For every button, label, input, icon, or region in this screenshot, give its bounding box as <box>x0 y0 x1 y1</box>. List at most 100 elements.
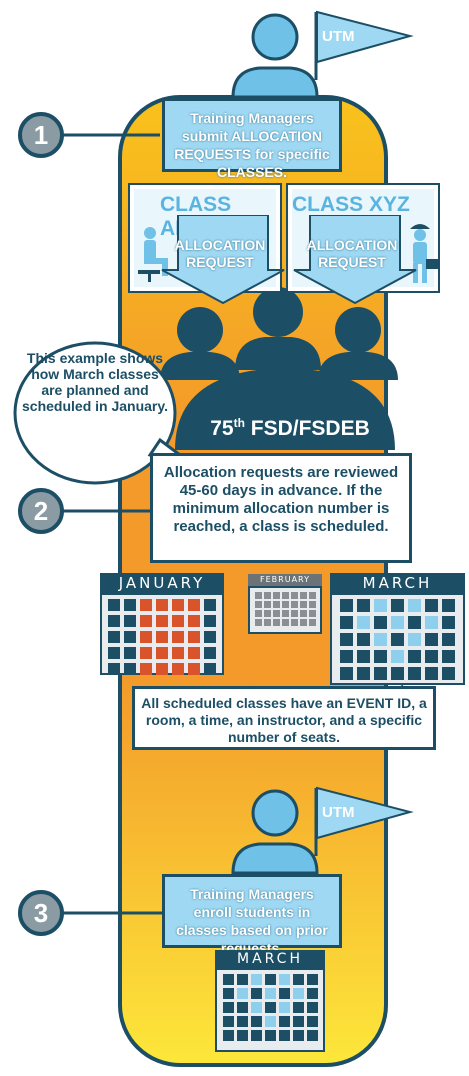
calendar-day <box>278 1030 290 1041</box>
org-title: 75th FSD/FSDEB <box>190 416 390 441</box>
calendar-day <box>263 601 271 608</box>
calendar-day <box>391 633 404 646</box>
calendar-day <box>108 647 120 659</box>
calendar-day <box>222 1002 234 1013</box>
calendar-day <box>272 619 280 626</box>
calendar-day <box>374 650 387 663</box>
january-title: JANUARY <box>100 573 224 593</box>
calendar-day <box>278 988 290 999</box>
bottom-flag-label: UTM <box>322 804 355 821</box>
callout-text: This example shows how March classes are… <box>22 350 169 414</box>
calendar-day <box>442 650 455 663</box>
calendar-day <box>299 610 307 617</box>
calendar-day <box>156 615 168 627</box>
calendar-day <box>108 599 120 611</box>
calendar-day <box>140 615 152 627</box>
calendar-day <box>442 667 455 680</box>
calendar-day <box>290 619 298 626</box>
calendar-day <box>281 610 289 617</box>
calendar-day <box>254 601 262 608</box>
calendar-day <box>340 633 353 646</box>
calendar-day <box>250 974 262 985</box>
org-sup: th <box>233 416 245 430</box>
top-flag-label: UTM <box>322 28 355 45</box>
calendar-day <box>222 974 234 985</box>
calendar-day <box>290 610 298 617</box>
calendar-day <box>391 667 404 680</box>
calendar-day <box>254 619 262 626</box>
calendar-day <box>290 601 298 608</box>
calendar-day <box>374 616 387 629</box>
org-prefix: 75 <box>210 417 234 440</box>
calendar-day <box>308 592 316 599</box>
january-calendar: JANUARY <box>100 573 224 675</box>
calendar-day <box>124 663 136 675</box>
step3-text: Training Managers enroll students in cla… <box>162 874 342 956</box>
february-calendar: FEBRUARY <box>248 574 322 634</box>
calendar-day <box>250 988 262 999</box>
calendar-day <box>172 663 184 675</box>
calendar-day <box>108 615 120 627</box>
calendar-day <box>391 650 404 663</box>
calendar-day <box>264 1002 276 1013</box>
calendar-day <box>140 631 152 643</box>
march-calendar: MARCH <box>330 573 465 685</box>
org-name: FSD/FSDEB <box>244 417 370 440</box>
calendar-day <box>292 974 304 985</box>
calendar-day <box>299 592 307 599</box>
calendar-day <box>263 610 271 617</box>
top-person-icon <box>231 13 319 99</box>
step3-badge: 3 <box>18 890 64 936</box>
org-banner-dome <box>175 368 395 450</box>
calendar-day <box>222 1016 234 1027</box>
calendar-day <box>264 974 276 985</box>
calendar-day <box>306 1002 318 1013</box>
calendar-day <box>188 615 200 627</box>
calendar-day <box>156 631 168 643</box>
calendar-day <box>374 633 387 646</box>
calendar-day <box>263 592 271 599</box>
calendar-day <box>281 592 289 599</box>
calendar-day <box>425 616 438 629</box>
calendar-day <box>292 1030 304 1041</box>
calendar-day <box>254 592 262 599</box>
bottom-march-title: MARCH <box>215 950 325 968</box>
calendar-day <box>124 631 136 643</box>
calendar-day <box>124 599 136 611</box>
february-title: FEBRUARY <box>248 574 322 586</box>
calendar-day <box>236 1002 248 1013</box>
calendar-day <box>391 616 404 629</box>
calendar-day <box>340 616 353 629</box>
calendar-day <box>442 633 455 646</box>
calendar-day <box>236 988 248 999</box>
calendar-day <box>306 988 318 999</box>
bottom-flag-icon <box>314 786 414 856</box>
calendar-day <box>299 601 307 608</box>
step2-badge: 2 <box>18 488 64 534</box>
bottom-march-calendar: MARCH <box>215 950 325 1052</box>
class-abc-arrow-text: ALLOCATION REQUEST <box>174 237 266 270</box>
seated-person-icon <box>138 227 168 282</box>
calendar-day <box>156 647 168 659</box>
calendar-day <box>442 616 455 629</box>
calendar-day <box>222 988 234 999</box>
calendar-day <box>272 610 280 617</box>
calendar-day <box>204 615 216 627</box>
calendar-day <box>374 599 387 612</box>
calendar-day <box>236 1030 248 1041</box>
calendar-day <box>408 633 421 646</box>
calendar-day <box>306 974 318 985</box>
calendar-day <box>425 599 438 612</box>
calendar-day <box>357 616 370 629</box>
calendar-day <box>425 667 438 680</box>
calendar-day <box>357 633 370 646</box>
calendar-day <box>308 619 316 626</box>
step2-text: Allocation requests are reviewed 45-60 d… <box>150 453 412 563</box>
calendar-day <box>236 1016 248 1027</box>
calendar-day <box>222 1030 234 1041</box>
calendar-day <box>108 663 120 675</box>
calendar-day <box>108 631 120 643</box>
calendar-day <box>308 610 316 617</box>
calendar-day <box>254 610 262 617</box>
calendar-day <box>340 599 353 612</box>
